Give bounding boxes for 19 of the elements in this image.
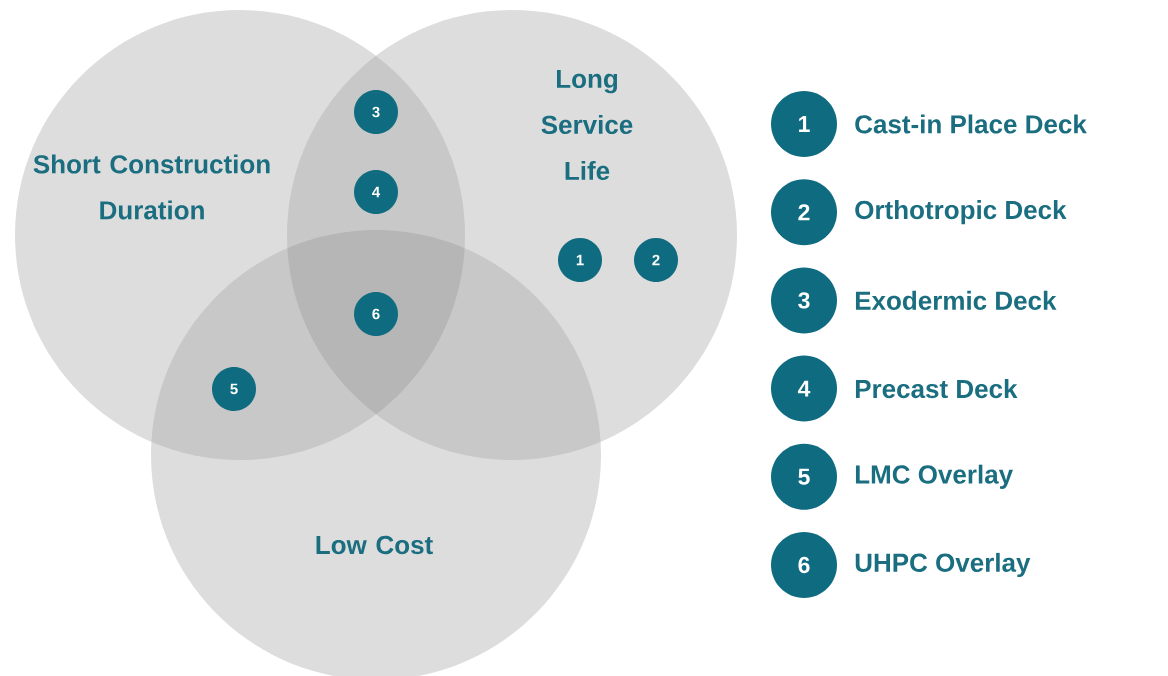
number-badge: 4 (354, 170, 398, 214)
number-badge: 1 (771, 91, 837, 157)
legend-text: Exodermic Deck (855, 290, 1057, 310)
number-badge: 5 (771, 443, 837, 510)
number-badge: 5 (212, 367, 256, 411)
number-badge: 6 (771, 532, 837, 598)
number-badge: 3 (354, 90, 398, 134)
legend-text: Orthotropic Deck (855, 200, 1067, 225)
number-badge: 2 (634, 238, 678, 282)
number-badge: 2 (771, 179, 837, 246)
legend-text: UHPC Overlay (855, 552, 1031, 578)
legend-text: Precast Deck (855, 379, 1018, 399)
legend-text: Cast-in Place Deck (855, 114, 1087, 134)
number-badge: 6 (354, 292, 398, 336)
number-badge: 3 (771, 267, 837, 334)
number-badge: 1 (558, 238, 602, 282)
legend-text: LMC Overlay (855, 464, 1013, 489)
number-badge: 4 (771, 355, 837, 422)
node-label: Low Cost (316, 535, 433, 555)
